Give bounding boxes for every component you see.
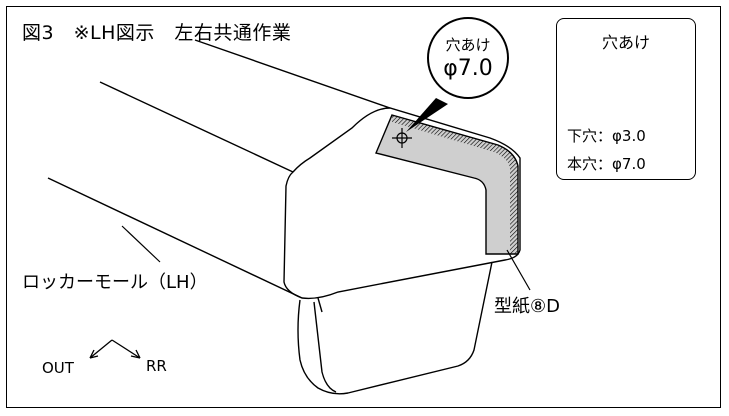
callout-bubble (406, 17, 509, 132)
template-label: 型紙⑧D (494, 296, 560, 317)
template-8d (375, 114, 519, 255)
final-hole-spec: 本穴：φ7.0 (567, 155, 646, 173)
rocker-molding (47, 39, 521, 395)
callout-line-1: 穴あけ (445, 36, 491, 54)
drilling-info-box: 穴あけ 下穴：φ3.0 本穴：φ7.0 (556, 18, 696, 180)
direction-arrows (89, 339, 141, 359)
direction-out-label: OUT (42, 359, 74, 377)
diagram-title: 図3 ※LH図示 左右共通作業 (22, 22, 292, 44)
molding-top-edge (99, 81, 294, 173)
part-name-leader (121, 225, 161, 263)
molding-lower-part (297, 261, 493, 395)
template-leader (506, 249, 531, 291)
hole-marker (392, 128, 412, 148)
leader-lines (121, 225, 531, 291)
callout-line-2: φ7.0 (443, 56, 493, 81)
info-box-title: 穴あけ (601, 33, 650, 52)
molding-bottom-edge (47, 177, 303, 299)
direction-rr-label: RR (146, 357, 167, 375)
molding-end-cap (283, 107, 521, 300)
pilot-hole-spec: 下穴：φ3.0 (567, 127, 646, 145)
part-name-label: ロッカーモール（LH） (22, 272, 208, 293)
